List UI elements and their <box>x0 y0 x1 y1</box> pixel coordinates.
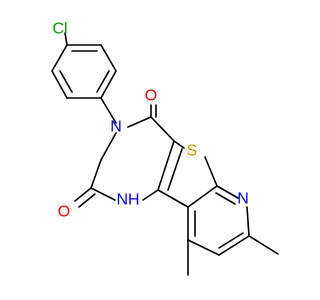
bond <box>216 185 239 199</box>
bond <box>248 235 279 255</box>
atom-label-layer: Cl N O S N O NH <box>52 21 248 221</box>
atom-label-n-pyridine: N <box>237 191 249 208</box>
atom-label-o-lower: O <box>58 204 70 221</box>
atom-label-cl: Cl <box>52 21 67 38</box>
bond <box>173 140 185 149</box>
chemical-structure-diagram: Cl N O S N O NH <box>51 21 279 276</box>
atom-label-o-upper: O <box>145 88 157 105</box>
bond <box>142 189 159 201</box>
bond <box>157 140 175 191</box>
bond <box>246 206 250 237</box>
bond <box>150 116 175 142</box>
bond <box>100 70 117 99</box>
bond <box>74 187 92 202</box>
bond <box>51 70 68 99</box>
bond <box>90 159 102 189</box>
atom-label-n-amide: N <box>110 119 122 136</box>
bond <box>64 32 68 46</box>
bond <box>51 44 68 72</box>
bond-layer <box>51 32 279 276</box>
bond <box>90 187 116 201</box>
bond <box>218 235 250 256</box>
bond <box>100 132 117 161</box>
bond <box>218 232 244 249</box>
bond <box>96 70 110 93</box>
bond <box>187 239 220 256</box>
bond <box>215 192 236 205</box>
bond <box>127 116 152 128</box>
bond <box>167 148 183 191</box>
atom-label-s: S <box>187 143 198 160</box>
bond <box>157 189 189 208</box>
bond <box>59 70 73 93</box>
bond <box>187 185 218 208</box>
bond <box>78 193 96 208</box>
bond <box>100 97 117 124</box>
bond <box>204 156 218 187</box>
bond <box>100 44 117 72</box>
molecule-canvas: Cl N O S N O NH <box>51 21 279 276</box>
atom-label-nh: NH <box>116 192 139 209</box>
